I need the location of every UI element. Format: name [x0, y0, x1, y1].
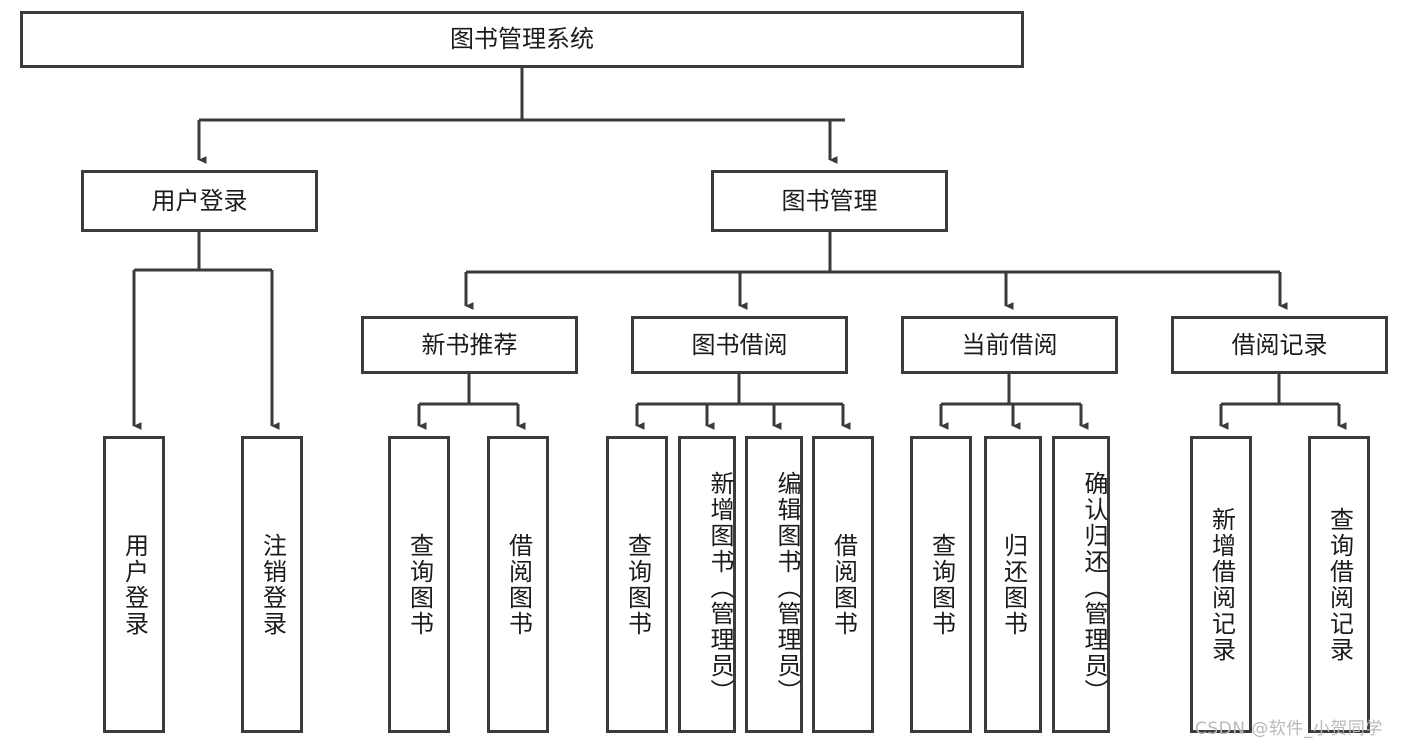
node-leaf-borrow-book-rec-label: 借阅图书	[504, 532, 533, 637]
node-leaf-query-record-label: 查询借阅记录	[1325, 506, 1354, 663]
csdn-watermark: CSDN @软件_小贺同学	[1195, 719, 1383, 739]
node-leaf-edit-book-label: 编辑图书（管理员）	[773, 470, 801, 705]
node-user-login[interactable]: 用户登录	[81, 170, 318, 232]
node-leaf-query-book-rec-label: 查询图书	[405, 532, 434, 637]
node-leaf-return-book-label: 归还图书	[999, 532, 1028, 637]
node-new-book-rec-label: 新书推荐	[421, 330, 518, 359]
node-leaf-borrow-book-rec[interactable]: 借阅图书	[487, 436, 549, 733]
node-book-borrow[interactable]: 图书借阅	[631, 316, 848, 374]
node-leaf-query-book-cur[interactable]: 查询图书	[910, 436, 972, 733]
node-leaf-borrow-book-brw-label: 借阅图书	[829, 532, 858, 637]
node-leaf-add-book-label: 新增图书（管理员）	[706, 470, 734, 705]
node-leaf-user-login[interactable]: 用户登录	[103, 436, 165, 733]
node-current-borrow[interactable]: 当前借阅	[901, 316, 1118, 374]
node-leaf-edit-book[interactable]: 编辑图书（管理员）	[745, 436, 803, 733]
node-leaf-return-book[interactable]: 归还图书	[984, 436, 1042, 733]
node-leaf-borrow-book-brw[interactable]: 借阅图书	[812, 436, 874, 733]
node-leaf-confirm-return[interactable]: 确认归还（管理员）	[1052, 436, 1110, 733]
node-leaf-logout-label: 注销登录	[258, 532, 287, 637]
node-borrow-record[interactable]: 借阅记录	[1171, 316, 1388, 374]
node-leaf-query-book-cur-label: 查询图书	[927, 532, 956, 637]
node-root-label: 图书管理系统	[450, 25, 594, 54]
node-current-borrow-label: 当前借阅	[961, 330, 1058, 359]
node-leaf-query-record[interactable]: 查询借阅记录	[1308, 436, 1370, 733]
node-leaf-confirm-return-label: 确认归还（管理员）	[1080, 470, 1108, 705]
node-user-login-label: 用户登录	[151, 186, 248, 215]
node-leaf-query-book-brw[interactable]: 查询图书	[606, 436, 668, 733]
node-leaf-user-login-label: 用户登录	[120, 532, 149, 637]
node-leaf-add-book[interactable]: 新增图书（管理员）	[678, 436, 736, 733]
node-book-manage-label: 图书管理	[781, 186, 878, 215]
node-leaf-logout[interactable]: 注销登录	[241, 436, 303, 733]
node-leaf-add-record[interactable]: 新增借阅记录	[1190, 436, 1252, 733]
node-book-borrow-label: 图书借阅	[691, 330, 788, 359]
node-leaf-add-record-label: 新增借阅记录	[1207, 506, 1236, 663]
node-new-book-rec[interactable]: 新书推荐	[361, 316, 578, 374]
node-leaf-query-book-rec[interactable]: 查询图书	[388, 436, 450, 733]
node-leaf-query-book-brw-label: 查询图书	[623, 532, 652, 637]
node-book-manage[interactable]: 图书管理	[711, 170, 948, 232]
node-borrow-record-label: 借阅记录	[1231, 330, 1328, 359]
node-root[interactable]: 图书管理系统	[20, 11, 1024, 68]
